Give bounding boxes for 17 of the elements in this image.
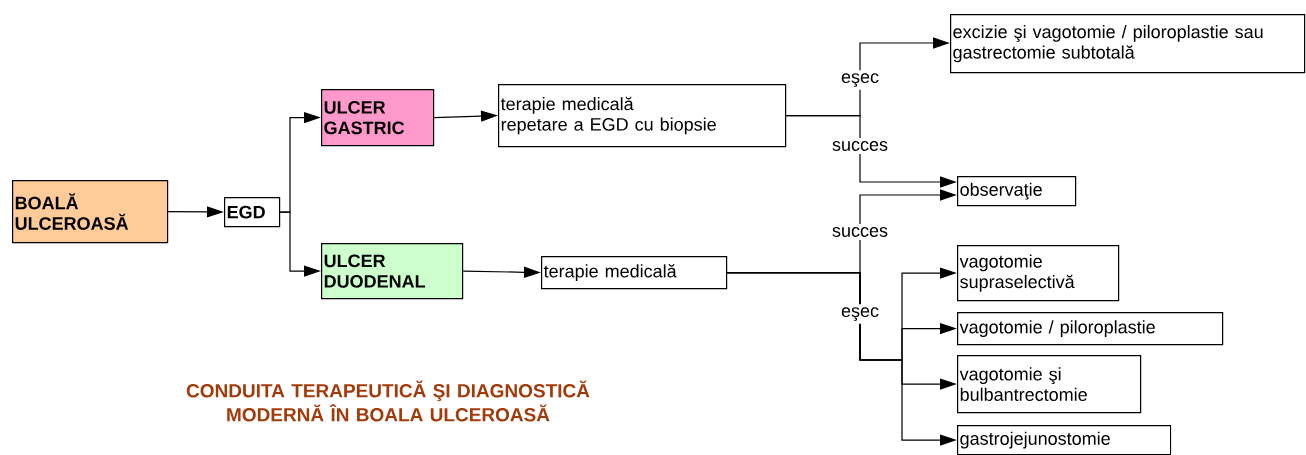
diagnosis-box: ULCER GASTRIC xyxy=(321,89,435,147)
therapy-box: terapie medicală xyxy=(541,256,728,290)
diagram-title: CONDUITA TERAPEUTICĂ ŞI DIAGNOSTICĂ MODERNĂ ÎN BOALA ULCEROASĂ xyxy=(186,380,590,422)
outcome-box: observaţie xyxy=(957,176,1077,207)
outcome-box: vagotomie supraselectivă xyxy=(957,245,1120,302)
outcome-box: excizie şi vagotomie / piloroplastie sau gastrectomie subtotală xyxy=(950,14,1306,74)
therapy-box: terapie medicală repetare a EGD cu biopsie xyxy=(498,84,787,148)
diagnosis-box: ULCER DUODENAL xyxy=(321,243,464,300)
edge-label: eşec xyxy=(838,70,882,90)
edge-label: eşec xyxy=(838,304,882,324)
disease-box: BOALĂ ULCEROASĂ xyxy=(12,180,169,244)
outcome-box: gastrojejunostomie xyxy=(957,425,1172,455)
edge-label: succes xyxy=(829,138,891,154)
outcome-box: vagotomie / piloroplastie xyxy=(957,312,1224,346)
edge-label: succes xyxy=(829,224,891,240)
exam-box: EGD xyxy=(224,197,281,228)
outcome-box: vagotomie şi bulbantrectomie xyxy=(957,355,1142,414)
